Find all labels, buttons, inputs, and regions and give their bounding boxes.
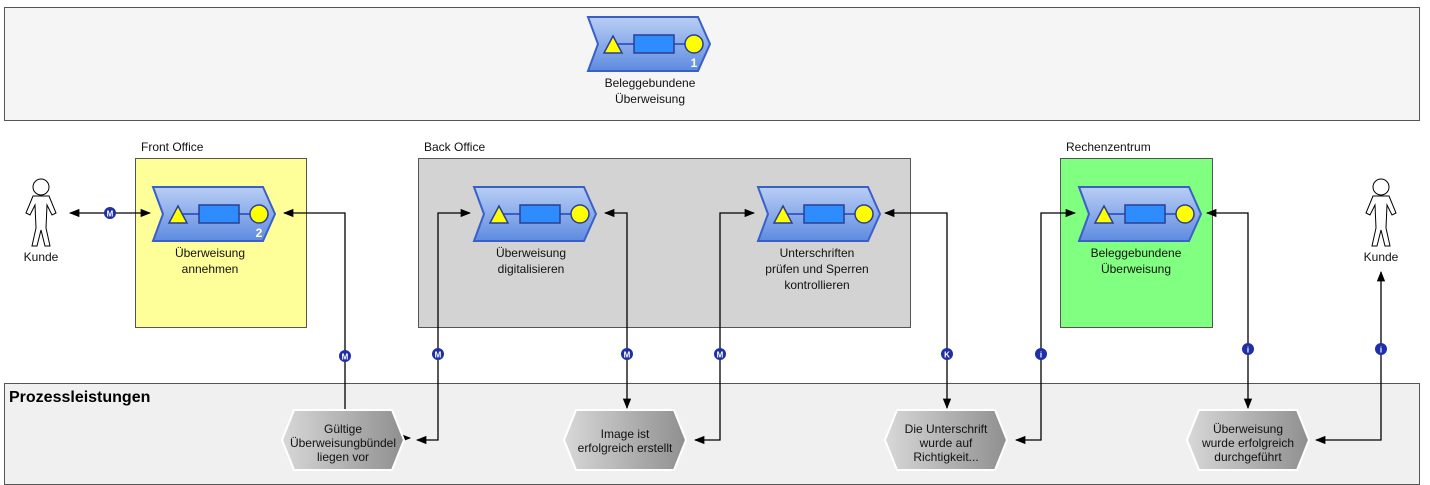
process-back-office-1-rect-icon bbox=[519, 204, 561, 224]
actor-icon-left bbox=[25, 178, 57, 247]
process-header-triangle-icon bbox=[602, 34, 624, 54]
header-panel bbox=[4, 7, 1420, 121]
badge-front-output: M bbox=[339, 350, 351, 362]
output-label-3: Die Unterschrift wurde auf Richtigkeit..… bbox=[904, 422, 988, 464]
rz-process-label: Beleggebundene Überweisung bbox=[1090, 246, 1182, 276]
badge-back1-out: M bbox=[621, 348, 633, 360]
process-front-office-triangle-icon bbox=[167, 204, 189, 224]
process-front-office-rect-icon bbox=[198, 204, 240, 224]
process-front-office-number: 2 bbox=[256, 226, 263, 240]
actor-icon-right bbox=[1365, 178, 1397, 247]
process-header[interactable]: 1 bbox=[586, 16, 712, 72]
connector-rz-in bbox=[1014, 208, 1077, 445]
connector-rz-out bbox=[1205, 208, 1253, 410]
process-back-office-2-triangle-icon bbox=[772, 204, 794, 224]
lane-title-front-office: Front Office bbox=[141, 140, 204, 154]
connector-front-output bbox=[282, 208, 412, 443]
output-label-4: Überweisung wurde erfolgreich durchgefüh… bbox=[1201, 422, 1295, 464]
badge-back2-out: K bbox=[941, 348, 953, 360]
process-back-office-1-triangle-icon bbox=[488, 204, 510, 224]
process-back-office-2-rect-icon bbox=[803, 204, 845, 224]
process-back-office-1[interactable] bbox=[472, 186, 598, 242]
front-process-label: Überweisung annehmen bbox=[174, 246, 246, 276]
process-header-circle-icon bbox=[684, 34, 704, 54]
badge-back2-out-text: K bbox=[944, 351, 950, 360]
badge-back1-in-text: M bbox=[435, 351, 442, 360]
connector-back1-in bbox=[415, 208, 472, 445]
badge-kunde-out: i bbox=[1375, 343, 1387, 355]
badge-kunde-front: M bbox=[104, 207, 116, 219]
lane-title-back-office: Back Office bbox=[424, 140, 486, 154]
badge-back2-in-text: M bbox=[717, 351, 724, 360]
outputs-title: Prozessleistungen bbox=[9, 389, 151, 406]
badge-kunde-out-text: i bbox=[1380, 346, 1382, 355]
output-3-shape[interactable] bbox=[883, 409, 1009, 471]
back-process-1-label: Überweisung digitalisieren bbox=[495, 246, 567, 276]
badge-kunde-front-text: M bbox=[107, 210, 114, 219]
badge-rz-out: i bbox=[1242, 343, 1254, 355]
output-1-shape[interactable] bbox=[280, 409, 406, 471]
badge-rz-in-text: i bbox=[1040, 351, 1042, 360]
badge-rz-out-text: i bbox=[1247, 346, 1249, 355]
badge-rz-in: i bbox=[1035, 348, 1047, 360]
output-2-shape[interactable] bbox=[562, 409, 688, 471]
connector-kunde-out bbox=[1314, 270, 1386, 445]
process-front-office[interactable]: 2 bbox=[151, 186, 277, 242]
badge-back1-in: M bbox=[432, 348, 444, 360]
process-back-office-2-circle-icon bbox=[854, 204, 874, 224]
process-header-rect-icon bbox=[633, 34, 675, 54]
process-rechenzentrum-triangle-icon bbox=[1093, 204, 1115, 224]
connector-back2-in bbox=[693, 208, 756, 445]
process-rechenzentrum-circle-icon bbox=[1175, 204, 1195, 224]
connector-back1-out bbox=[603, 208, 632, 410]
badge-back2-in: M bbox=[714, 348, 726, 360]
process-back-office-2[interactable] bbox=[756, 186, 882, 242]
output-4-shape[interactable] bbox=[1185, 409, 1311, 471]
actor-label-left: Kunde bbox=[23, 250, 59, 264]
header-process-label: Beleggebundene Überweisung bbox=[604, 76, 696, 106]
process-front-office-circle-icon bbox=[249, 204, 269, 224]
process-rechenzentrum-rect-icon bbox=[1124, 204, 1166, 224]
badge-back1-out-text: M bbox=[624, 351, 631, 360]
process-back-office-1-circle-icon bbox=[570, 204, 590, 224]
back-process-2-label: Unterschriften prüfen und Sperren kontro… bbox=[765, 246, 869, 292]
output-label-1: Gültige Überweisungbündel liegen vor bbox=[289, 422, 397, 464]
actor-label-right: Kunde bbox=[1363, 250, 1399, 264]
output-label-2: Image ist erfolgreich erstellt bbox=[577, 427, 673, 455]
process-rechenzentrum[interactable] bbox=[1077, 186, 1203, 242]
process-header-number: 1 bbox=[691, 56, 698, 70]
lane-title-rechenzentrum: Rechenzentrum bbox=[1066, 140, 1151, 154]
badge-front-output-text: M bbox=[342, 353, 349, 362]
connector-back2-out bbox=[883, 208, 952, 410]
